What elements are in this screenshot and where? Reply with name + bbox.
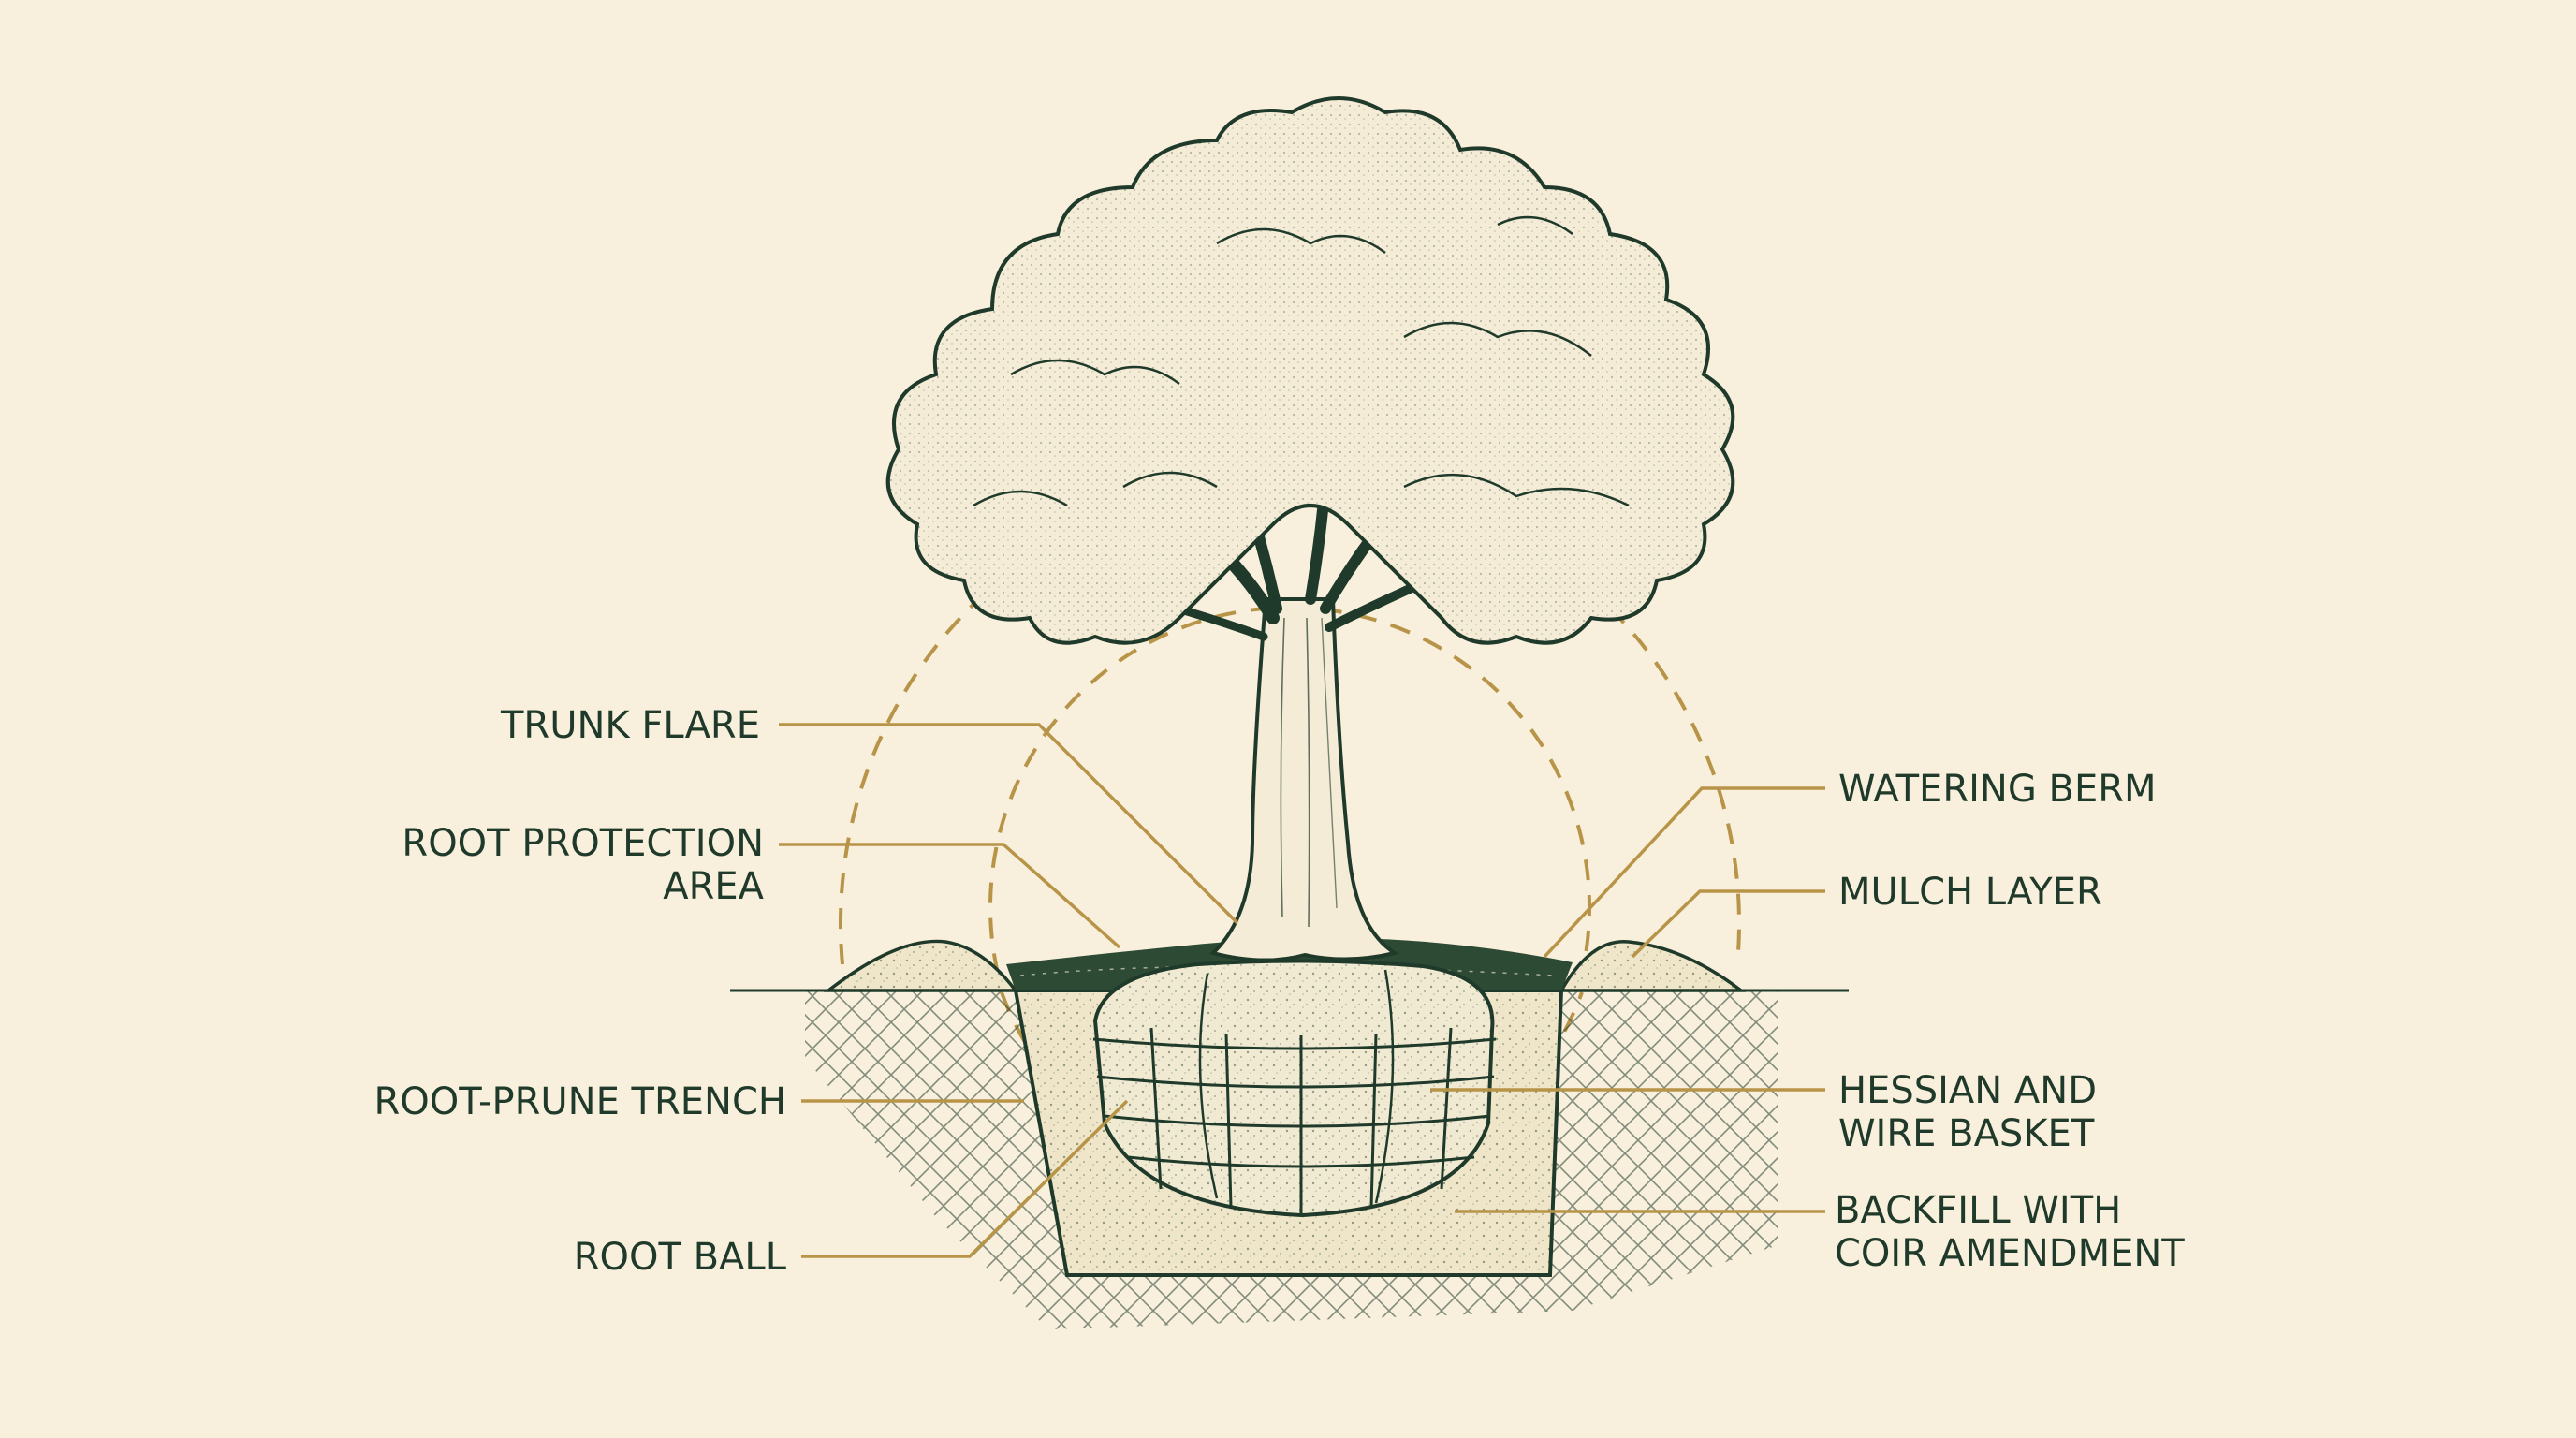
label-root-protection-area-line2: AREA [663,865,764,908]
tree-canopy [886,96,1735,645]
leader-lines [779,723,1825,1258]
label-watering-berm: WATERING BERM [1838,768,2157,811]
tree-trunk [1209,597,1400,962]
leader-mulch-layer [1631,889,1825,959]
leader-trunk-flare [779,723,1239,925]
leader-watering-berm [1543,786,1825,959]
label-backfill-line2: COIR AMENDMENT [1835,1232,2185,1275]
label-trunk-flare: TRUNK FLARE [500,704,760,747]
label-root-ball: ROOT BALL [574,1236,787,1279]
label-hessian-wire-basket-line1: HESSIAN AND [1838,1069,2097,1112]
watering-berm [823,939,1747,992]
label-root-prune-trench: ROOT-PRUNE TRENCH [374,1080,787,1123]
root-protection-area-outer-arc [839,472,1741,965]
label-root-protection-area-line1: ROOT PROTECTION [402,822,764,865]
leader-root-ball [801,1099,1129,1258]
label-mulch-layer: MULCH LAYER [1838,871,2102,914]
leader-root-protection-area [779,843,1121,949]
hessian-wire-basket [1092,1027,1497,1215]
label-backfill-line1: BACKFILL WITH [1835,1189,2121,1232]
label-hessian-wire-basket-line2: WIRE BASKET [1838,1112,2095,1155]
